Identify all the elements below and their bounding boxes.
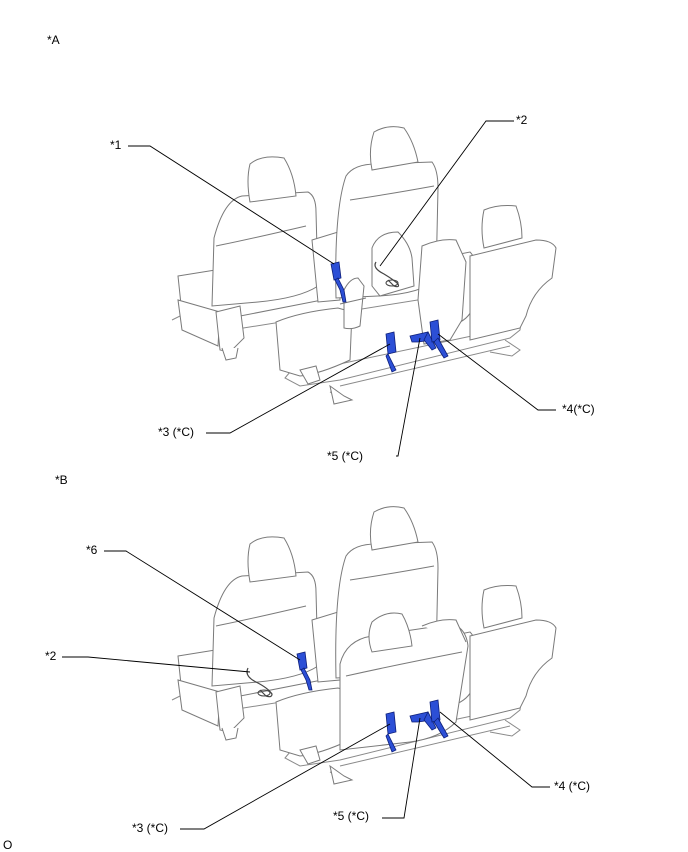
panel-b-tag: *B [55, 473, 68, 487]
callout-5: *5 (*C) [327, 449, 364, 463]
leaders-panel-a [128, 120, 556, 457]
callout-5: *5 (*C) [333, 809, 370, 823]
callout-2: *2 [516, 113, 528, 127]
callout-4: *4 (*C) [554, 779, 591, 793]
callout-3: *3 (*C) [132, 821, 169, 835]
callout-3: *3 (*C) [158, 425, 195, 439]
footer-code: O [3, 838, 13, 852]
callout-1: *1 [110, 138, 122, 152]
callout-4: *4(*C) [562, 402, 595, 416]
panel-a-tag: *A [47, 33, 60, 47]
leaders-panel-b [62, 550, 550, 830]
callout-2: *2 [45, 649, 57, 663]
panel-a-drawing [171, 126, 557, 405]
callout-6: *6 [86, 543, 98, 557]
panel-b-drawing [171, 506, 557, 785]
